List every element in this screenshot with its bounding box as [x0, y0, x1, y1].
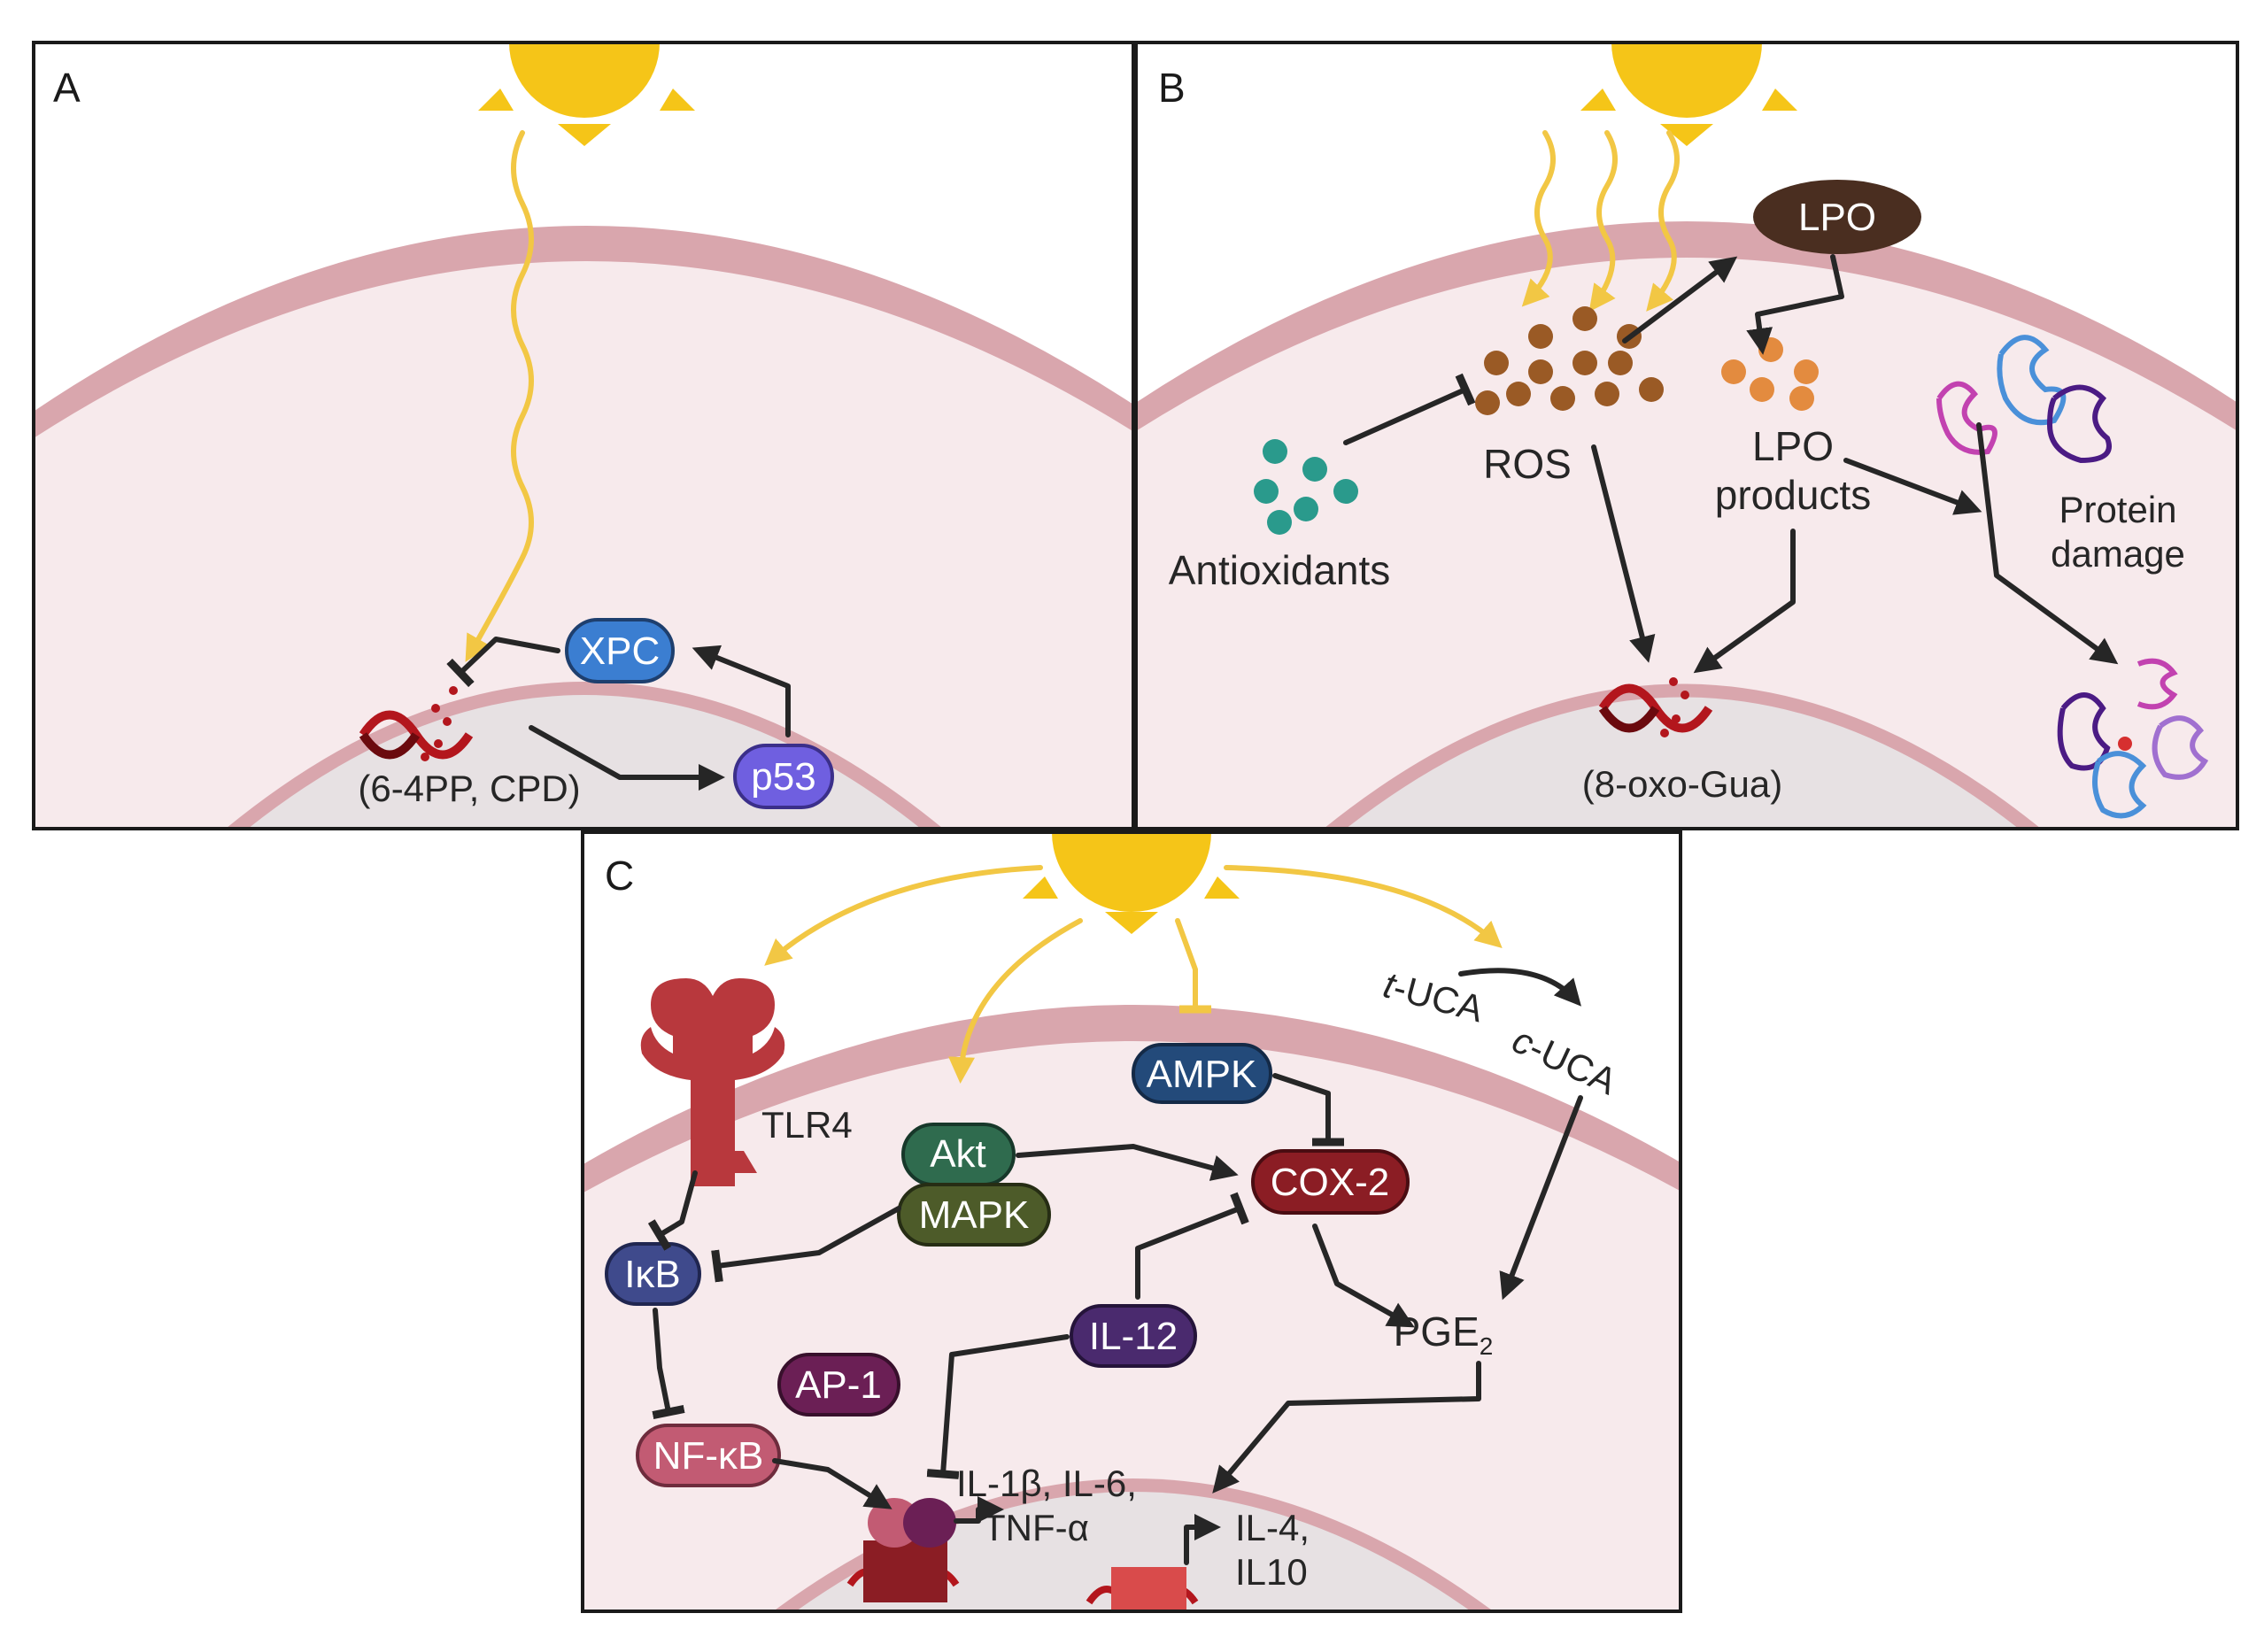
transcription-start-arrow: [954, 1496, 1004, 1524]
transcription-complex-icon: [846, 1498, 960, 1602]
p53-label: p53: [751, 755, 815, 799]
panel-c: TLR4 t-UCA c-UCA AMPK Akt MAPK COX-2 IκB…: [583, 832, 1681, 1611]
cytokines-label-1: IL-1β, IL-6,: [956, 1463, 1137, 1504]
c-uca-to-pge2-arrow: [1499, 1095, 1583, 1301]
lpo-node: [1753, 180, 1921, 254]
nfkb-label: NF-κB: [653, 1434, 764, 1478]
uv-to-tlr4: [764, 865, 1043, 966]
il4-label-2: IL10: [1235, 1551, 1308, 1593]
panel-b-frame: [1134, 41, 2239, 830]
tlr4-label: TLR4: [761, 1104, 853, 1146]
nfkb-node: [636, 1424, 781, 1487]
p53-to-xpc-arrow: [692, 645, 791, 737]
lpo-products-label-1: LPO: [1752, 423, 1834, 469]
il12-node: [1070, 1304, 1197, 1368]
protein-damage-label-2: damage: [2051, 533, 2185, 575]
uv-to-akt: [948, 918, 1083, 1084]
panel-b-letter: B: [1158, 65, 1186, 111]
cytoplasm: [34, 261, 1133, 829]
cox2-label: COX-2: [1271, 1161, 1389, 1204]
mapk-inhibits-ikb: [711, 1206, 901, 1283]
lpo-label: LPO: [1798, 196, 1876, 239]
panel-c-frame: [581, 830, 1682, 1613]
transcription-start-arrow: [1184, 1514, 1221, 1565]
transcription-complex-icon: [1086, 1567, 1199, 1611]
nfkb-to-cytokines-arrow: [772, 1458, 892, 1509]
dna-to-p53-arrow: [529, 725, 725, 791]
il12-label: IL-12: [1089, 1315, 1178, 1358]
mapk-node: [897, 1183, 1051, 1247]
antioxidants-inhibit-ros: [1343, 373, 1476, 445]
sun-icon: [1580, 42, 1797, 146]
antioxidant-particles: [1254, 439, 1358, 535]
xpc-node: [565, 618, 675, 683]
tlr4-inhibits-ikb: [647, 1170, 698, 1251]
ros-to-dna-arrow: [1591, 444, 1656, 663]
akt-to-cox2-arrow: [1016, 1144, 1239, 1181]
products-to-protein-arrow: [1843, 458, 1982, 515]
protein-damage-arrow: [1976, 422, 2119, 665]
ampk-node: [1132, 1043, 1272, 1104]
uv-to-uca: [1224, 865, 1503, 948]
ampk-label: AMPK: [1147, 1053, 1257, 1096]
lpo-to-products-arrow: [1746, 254, 1844, 355]
dna-lesion-label: (6-4PP, CPD): [358, 768, 580, 809]
cytoplasm: [1136, 258, 2237, 829]
sun-icon: [1023, 832, 1240, 934]
protein-fragment-icon: [2118, 737, 2132, 751]
nucleus: [1346, 697, 2019, 829]
mapk-label: MAPK: [919, 1193, 1030, 1237]
products-to-dna-arrow: [1693, 529, 1796, 674]
uv-inhibits-ampk: [1175, 918, 1211, 1014]
ap1-label: AP-1: [795, 1363, 882, 1407]
damaged-dna-icon: [359, 686, 474, 761]
il12-inhibits-cytokines: [926, 1334, 1070, 1479]
ros-to-lpo-arrow: [1622, 256, 1738, 344]
xpc-label: XPC: [580, 629, 660, 673]
panel-a-letter: A: [53, 65, 81, 111]
cox2-node: [1251, 1149, 1410, 1215]
tlr4-receptor-icon: [640, 978, 785, 1186]
protein-damage-label-1: Protein: [2059, 489, 2176, 530]
il12-inhibits-cox2: [1135, 1192, 1249, 1300]
uv-ray: [1646, 130, 1680, 312]
akt-label: Akt: [930, 1132, 986, 1176]
dna-lesion-label: (8-oxo-Gua): [1582, 763, 1782, 805]
panel-b: LPO ROS LPO products Antioxidants: [1136, 42, 2237, 829]
antioxidants-label: Antioxidants: [1169, 547, 1391, 593]
ampk-inhibits-cox2: [1272, 1073, 1344, 1146]
panel-a: (6-4PP, CPD) XPC p53: [34, 42, 1133, 829]
damaged-dna-icon: [1598, 677, 1713, 737]
ros-label: ROS: [1483, 441, 1572, 487]
pge2-label: PGE2: [1394, 1308, 1494, 1360]
p53-node: [733, 744, 834, 809]
il4-label-1: IL-4,: [1235, 1507, 1310, 1548]
ikb-inhibits-nfkb: [652, 1308, 685, 1419]
panel-c-letter: C: [605, 853, 634, 899]
sun-icon: [478, 42, 695, 146]
protein-icons: [1936, 335, 2209, 819]
xpc-inhibits-damage: [446, 637, 560, 688]
cox2-to-pge2-arrow: [1312, 1224, 1415, 1328]
panel-a-frame: [32, 41, 1135, 830]
t-to-c-uca-arrow: [1458, 968, 1581, 1007]
uv-ray: [1521, 130, 1556, 307]
pge2-to-il4-arrow: [1212, 1361, 1481, 1494]
ap1-node: [777, 1353, 900, 1417]
uv-ray: [1588, 130, 1618, 313]
ikb-label: IκB: [624, 1253, 681, 1296]
uv-ray: [465, 130, 534, 662]
lpo-products-label-2: products: [1715, 472, 1871, 518]
cytokines-label-2: TNF-α: [983, 1507, 1089, 1548]
